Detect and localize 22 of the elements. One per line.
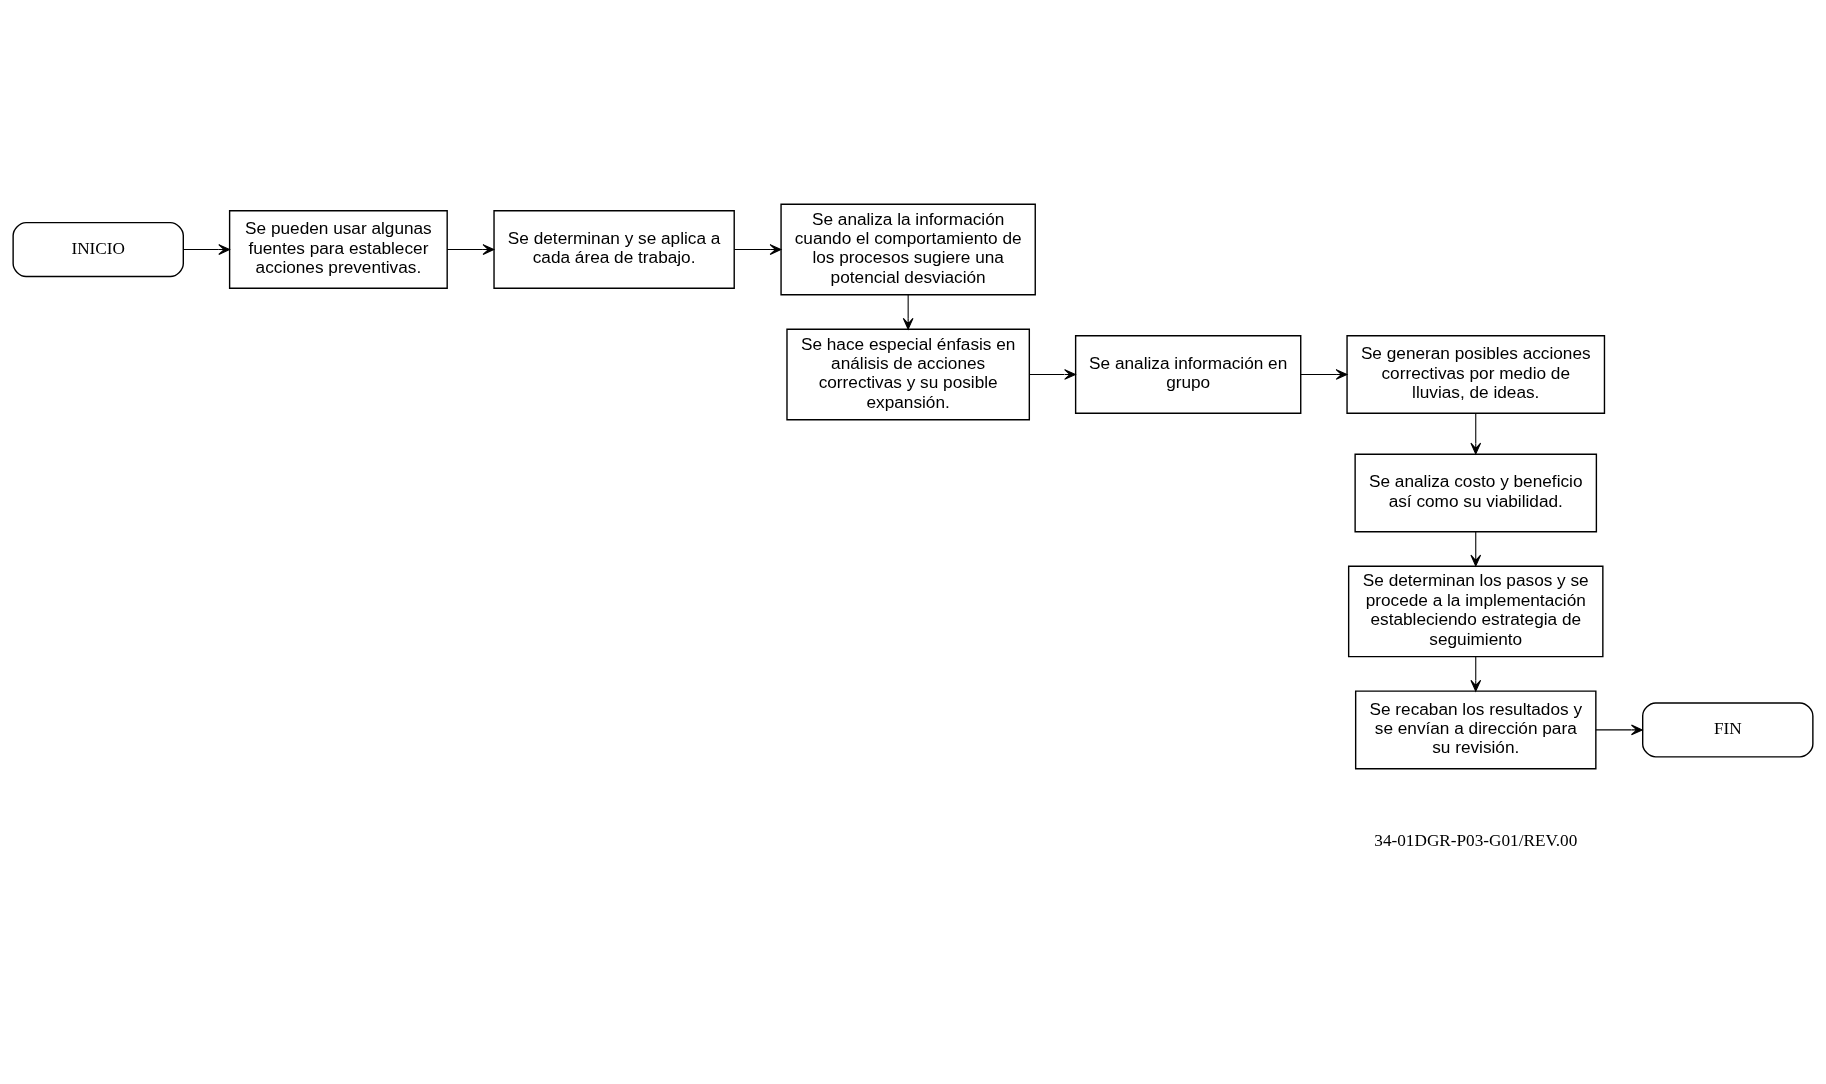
node-box: Se pueden usar algunas fuentes para establecer acciones preventivas. — [228, 209, 448, 289]
node-box: Se analiza la información cuando el comportamiento de los procesos sugiere una potencial desviación — [780, 203, 1036, 295]
node-box: Se analiza información en grupo — [1074, 334, 1302, 414]
arrow — [1470, 412, 1482, 454]
node-box: INICIO — [12, 221, 184, 277]
node-box: Se determinan los pasos y se procede a la implementación estableciendo estrategia de seguimiento — [1347, 565, 1604, 657]
node-box: Se generan posibles acciones correctivas por medio de lluvias, de ideas. — [1346, 334, 1606, 414]
arrow — [446, 243, 495, 255]
node-box: Se analiza costo y beneficio así como su viabilidad. — [1354, 453, 1598, 532]
arrow — [902, 293, 914, 330]
node-box: Se recaban los resultados y se envían a dirección para su revisión. — [1354, 689, 1597, 769]
node-box: Se hace especial énfasis en análisis de acciones correctivas y su posible expansión. — [786, 328, 1030, 420]
node-box: Se determinan y se aplica a cada área de trabajo. — [493, 209, 735, 289]
arrow — [1300, 368, 1348, 380]
node-box: FIN — [1642, 701, 1814, 758]
arrow — [1029, 368, 1076, 380]
arrow — [1595, 724, 1643, 735]
arrow — [1470, 530, 1482, 566]
arrow — [733, 243, 782, 255]
label: 34-01DGR-P03-G01/REV.00 — [1374, 830, 1578, 850]
arrow — [1470, 655, 1482, 692]
arrow — [183, 243, 231, 255]
